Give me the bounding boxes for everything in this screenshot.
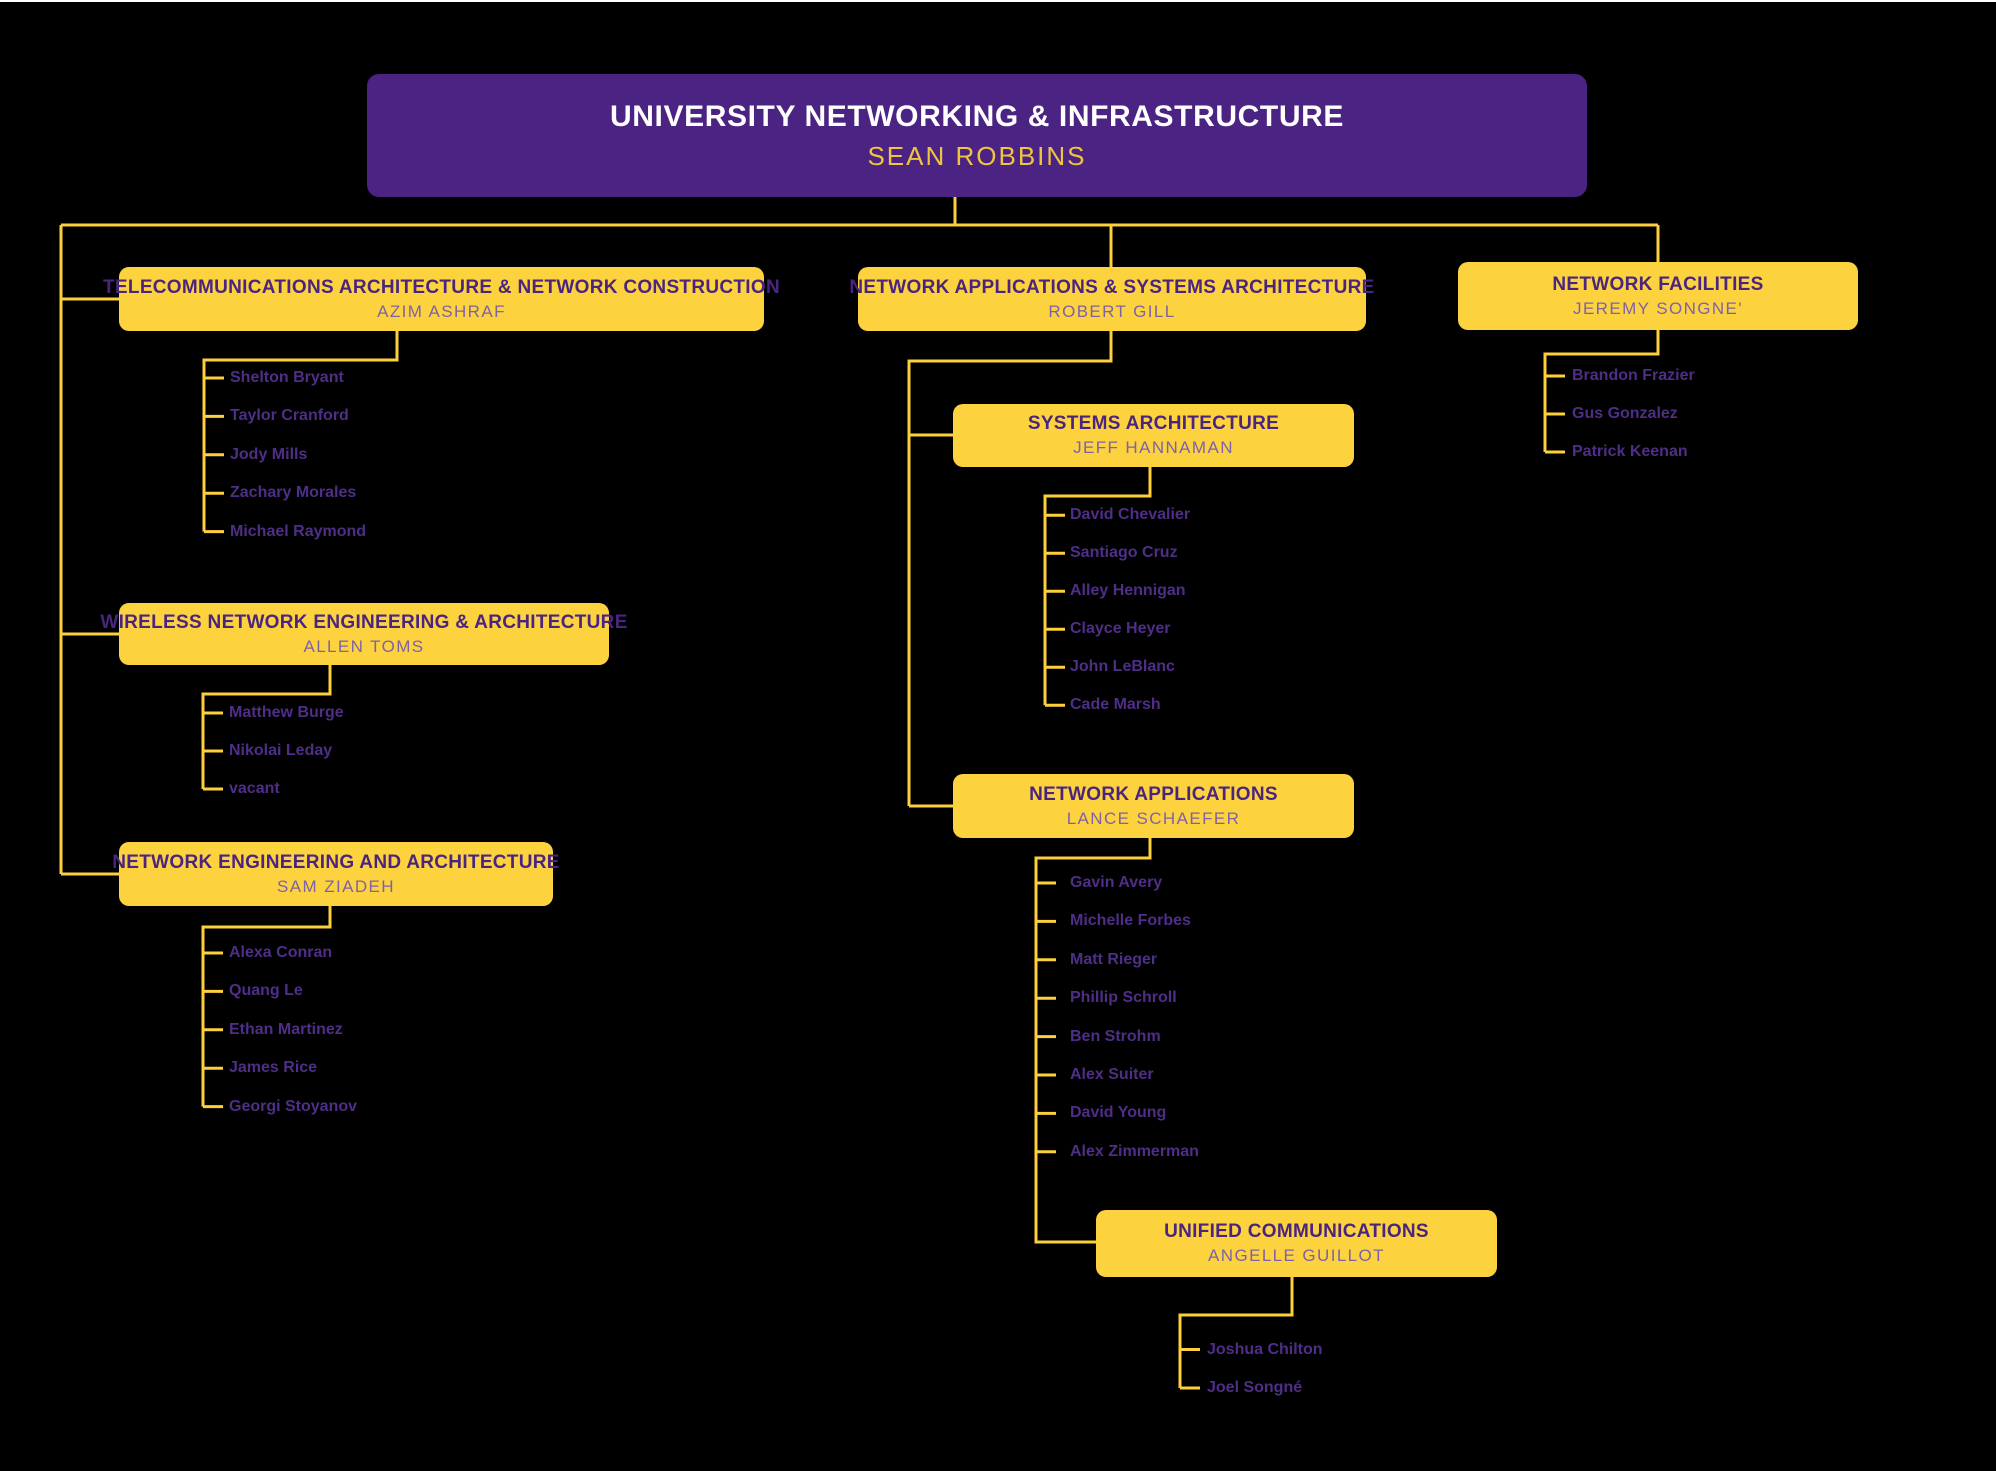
root-manager: SEAN ROBBINS <box>867 140 1087 171</box>
unit-box-netapps: NETWORK APPLICATIONS LANCE SCHAEFER <box>953 774 1354 838</box>
member-name: Taylor Cranford <box>230 407 349 425</box>
member-name: Alexa Conran <box>229 943 333 961</box>
member-name: John LeBlanc <box>1070 658 1175 676</box>
unit-manager-wireless: ALLEN TOMS <box>303 636 425 656</box>
member-name: Gavin Avery <box>1070 873 1163 891</box>
member-list-netapps: Gavin Avery Michelle Forbes Matt Rieger … <box>1070 864 1199 1171</box>
unit-manager-netapps-sys: ROBERT GILL <box>1048 301 1176 321</box>
member-name: Brandon Frazier <box>1572 367 1695 384</box>
unit-box-netapps-sys: NETWORK APPLICATIONS & SYSTEMS ARCHITECT… <box>849 267 1374 331</box>
member-name: Phillip Schroll <box>1070 989 1177 1007</box>
connector-netapps-members <box>1034 838 1152 1244</box>
unit-manager-neteng: SAM ZIADEH <box>277 876 395 896</box>
unit-manager-unified: ANGELLE GUILLOT <box>1208 1246 1385 1265</box>
member-name: Nikolai Leday <box>229 742 333 759</box>
top-border <box>0 0 1996 2</box>
member-name: Shelton Bryant <box>230 368 344 386</box>
member-list-unified: Joshua Chilton Joel Songné <box>1207 1330 1323 1407</box>
unit-box-unified: UNIFIED COMMUNICATIONS ANGELLE GUILLOT <box>1096 1210 1497 1277</box>
member-name: Santiago Cruz <box>1070 544 1178 562</box>
member-name: Joel Songné <box>1207 1379 1303 1397</box>
member-name: Ben Strohm <box>1070 1027 1161 1045</box>
member-name: Michelle Forbes <box>1070 912 1191 930</box>
unit-box-wireless: WIRELESS NETWORK ENGINEERING & ARCHITECT… <box>100 603 627 665</box>
unit-title-wireless: WIRELESS NETWORK ENGINEERING & ARCHITECT… <box>100 611 628 633</box>
member-name: Michael Raymond <box>230 522 367 540</box>
connector-facilities-members <box>1543 330 1660 454</box>
member-name: Georgi Stoyanov <box>229 1097 358 1115</box>
member-list-facilities: Brandon Frazier Gus Gonzalez Patrick Kee… <box>1572 357 1695 471</box>
member-list-wireless: Matthew Burge Nikolai Leday vacant <box>229 694 344 808</box>
member-name: Matt Rieger <box>1070 950 1158 968</box>
unit-manager-facilities: JEREMY SONGNE' <box>1573 298 1743 318</box>
member-name: Zachary Morales <box>230 484 357 502</box>
member-name: Matthew Burge <box>229 704 344 721</box>
unit-box-neteng: NETWORK ENGINEERING AND ARCHITECTURE SAM… <box>112 842 559 906</box>
member-name: Joshua Chilton <box>1207 1340 1323 1358</box>
unit-title-sysarch: SYSTEMS ARCHITECTURE <box>1027 413 1280 434</box>
connector-top-rail <box>59 197 1660 876</box>
root-box: UNIVERSITY NETWORKING & INFRASTRUCTURE S… <box>367 74 1587 197</box>
member-list-sysarch: David Chevalier Santiago Cruz Alley Henn… <box>1070 496 1190 724</box>
member-list-neteng: Alexa Conran Quang Le Ethan Martinez Jam… <box>229 934 357 1126</box>
unit-manager-telecom: AZIM ASHRAF <box>377 301 506 321</box>
member-name: Clayce Heyer <box>1070 620 1171 638</box>
unit-manager-sysarch: JEFF HANNAMAN <box>1073 438 1234 457</box>
member-name: Cade Marsh <box>1070 696 1161 714</box>
unit-title-telecom: TELECOMMUNICATIONS ARCHITECTURE & NETWOR… <box>103 276 780 298</box>
member-name: James Rice <box>229 1059 318 1077</box>
unit-box-facilities: NETWORK FACILITIES JEREMY SONGNE' <box>1458 262 1858 330</box>
root-title: UNIVERSITY NETWORKING & INFRASTRUCTURE <box>610 99 1344 133</box>
connector-telecom-members <box>202 331 399 534</box>
member-name: Patrick Keenan <box>1572 443 1688 460</box>
connector-middle-spine <box>907 331 1113 808</box>
connector-sysarch-members <box>1043 467 1152 707</box>
connector-neteng-members <box>201 906 332 1109</box>
member-name: David Young <box>1070 1104 1167 1122</box>
connector-wireless-members <box>201 665 332 791</box>
unit-title-unified: UNIFIED COMMUNICATIONS <box>1164 1221 1429 1242</box>
member-name: Quang Le <box>229 982 303 1000</box>
member-name: vacant <box>229 780 280 797</box>
member-name: David Chevalier <box>1070 506 1191 524</box>
member-name: Gus Gonzalez <box>1572 405 1678 422</box>
unit-title-netapps: NETWORK APPLICATIONS <box>1029 783 1278 805</box>
unit-title-netapps-sys: NETWORK APPLICATIONS & SYSTEMS ARCHITECT… <box>849 276 1375 298</box>
member-name: Alley Hennigan <box>1070 582 1186 600</box>
member-name: Alex Zimmerman <box>1070 1142 1199 1160</box>
unit-manager-netapps: LANCE SCHAEFER <box>1066 808 1241 828</box>
unit-title-neteng: NETWORK ENGINEERING AND ARCHITECTURE <box>112 851 560 873</box>
connector-unified-members <box>1178 1277 1294 1390</box>
member-name: Jody Mills <box>230 445 308 463</box>
unit-title-facilities: NETWORK FACILITIES <box>1552 273 1764 295</box>
unit-box-sysarch: SYSTEMS ARCHITECTURE JEFF HANNAMAN <box>953 404 1354 467</box>
member-name: Ethan Martinez <box>229 1020 343 1038</box>
member-name: Alex Suiter <box>1070 1065 1154 1083</box>
member-list-telecom: Shelton Bryant Taylor Cranford Jody Mill… <box>230 359 366 551</box>
unit-box-telecom: TELECOMMUNICATIONS ARCHITECTURE & NETWOR… <box>103 267 780 331</box>
